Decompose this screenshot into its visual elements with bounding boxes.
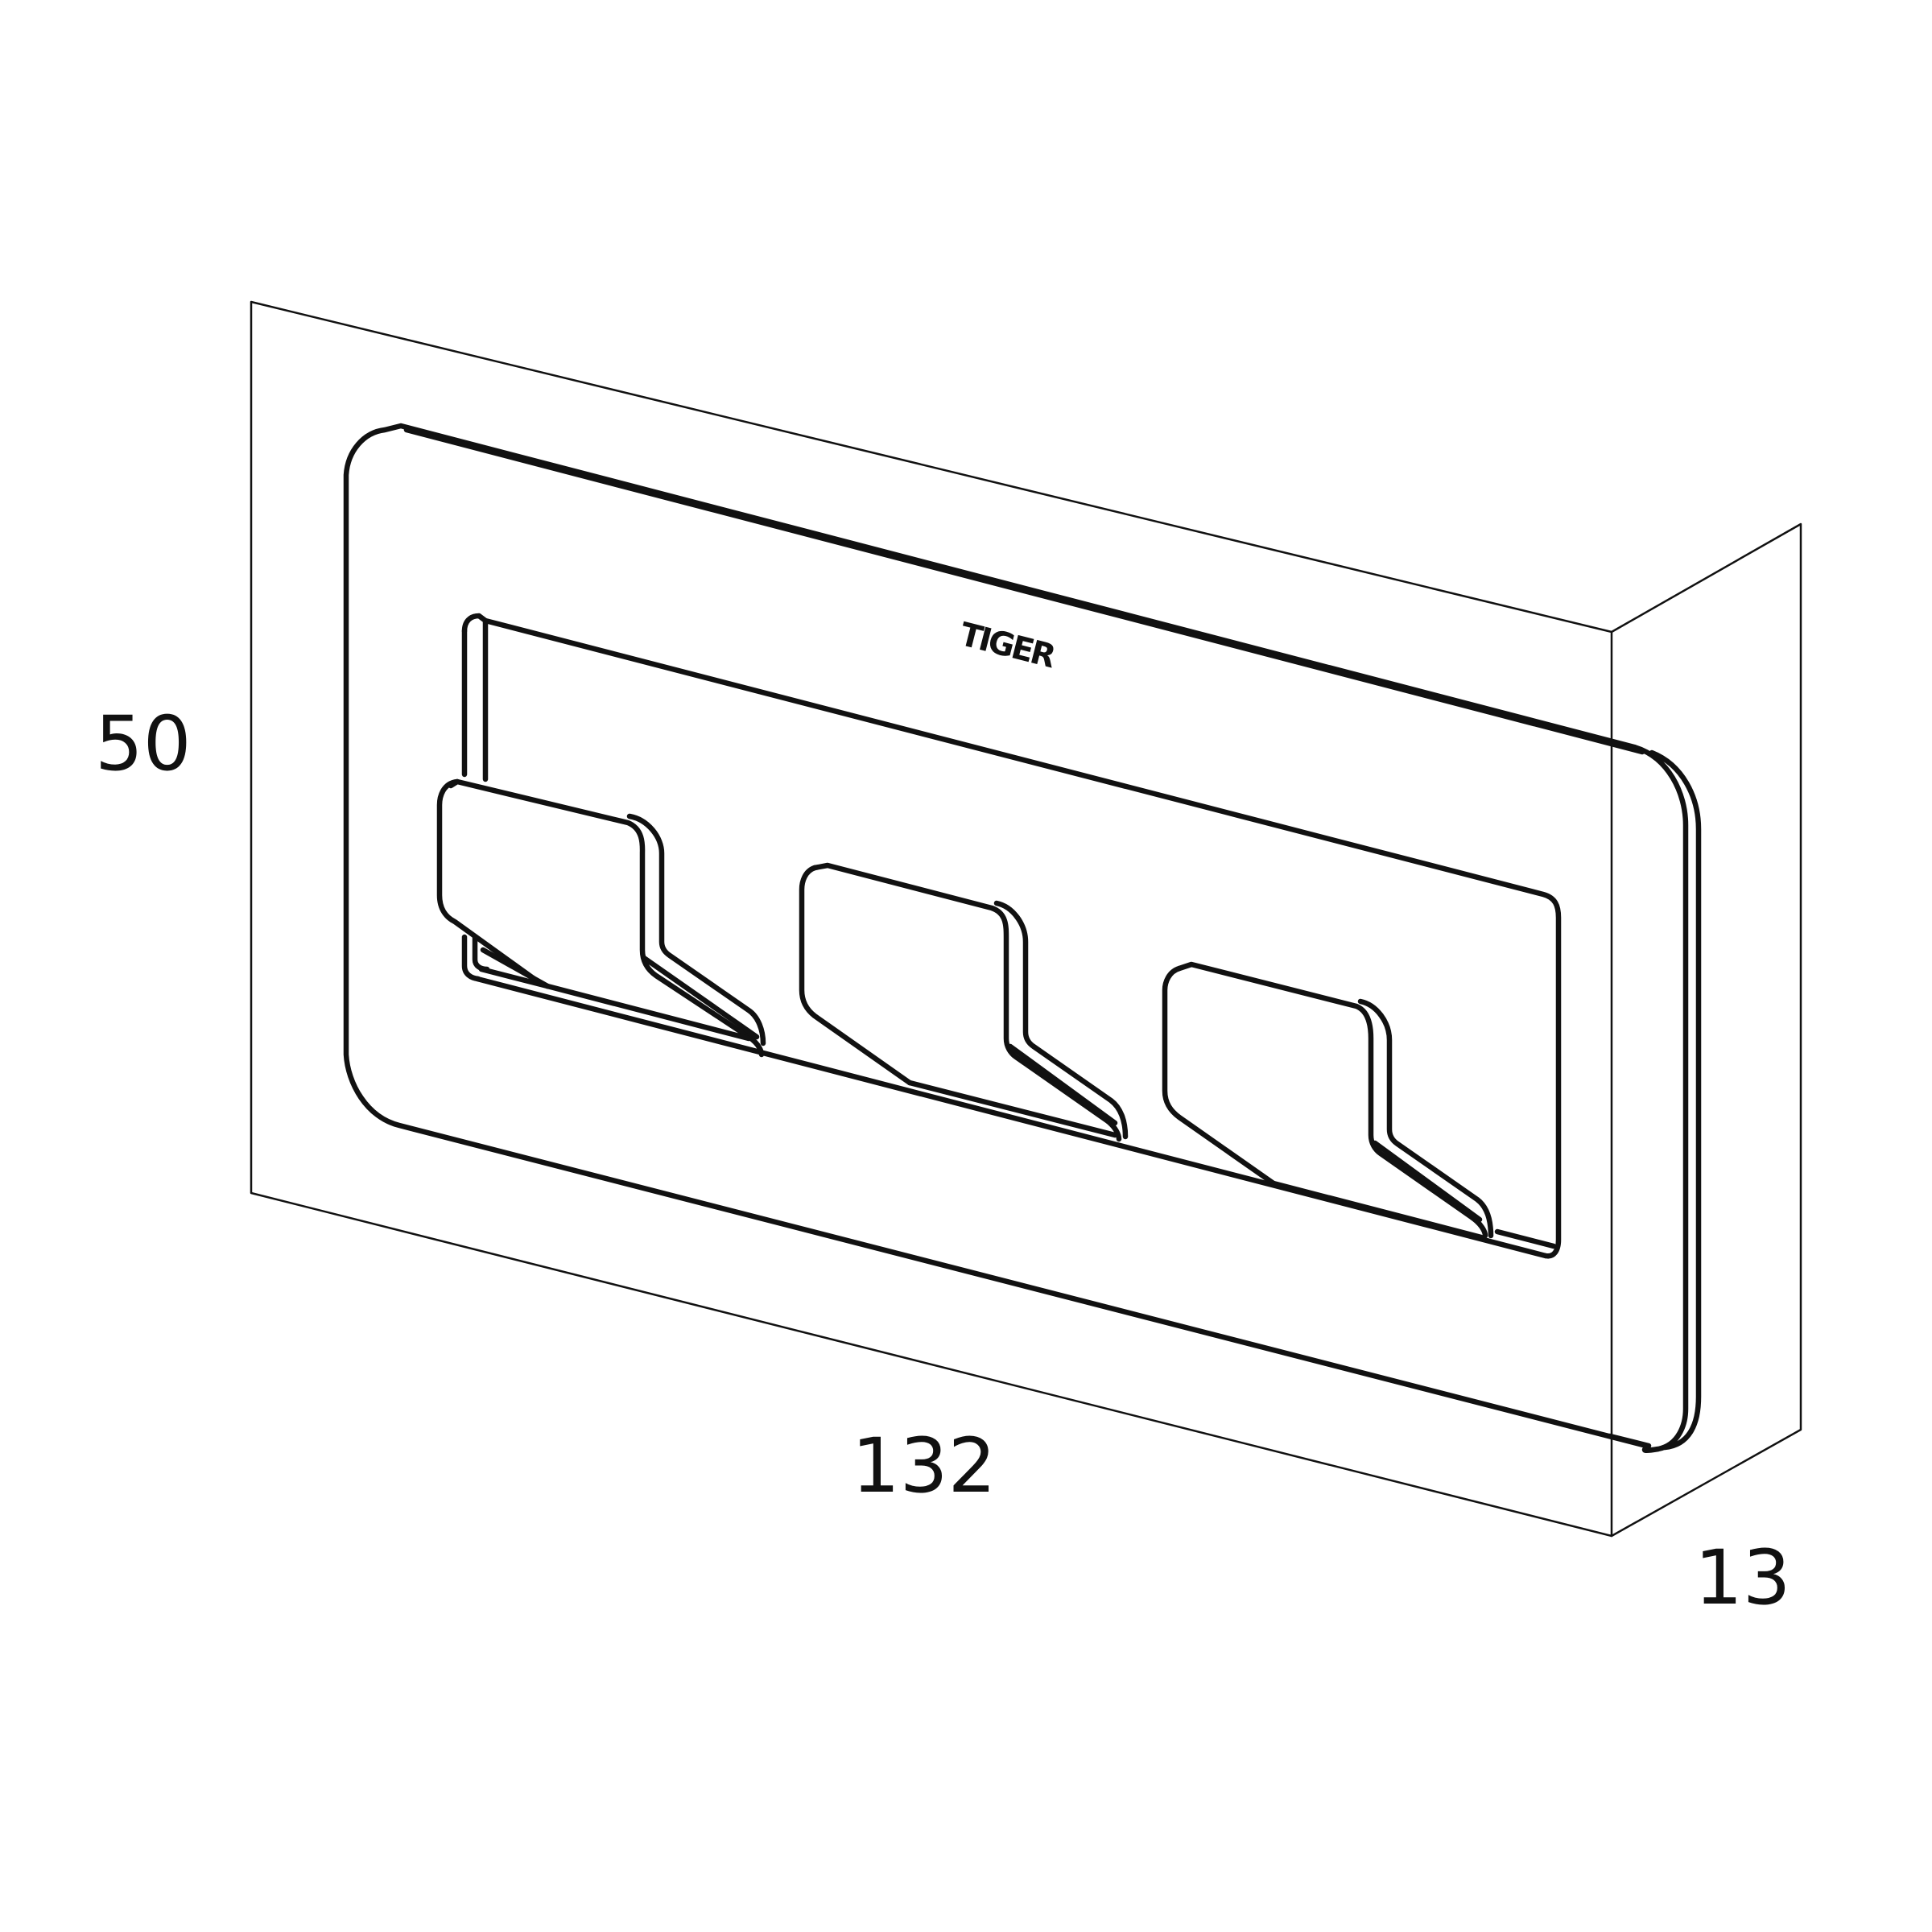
bounding-box-front-face	[250, 300, 1613, 1538]
brand-logo: TIGER	[956, 616, 1059, 675]
hook-3-base	[1270, 1180, 1484, 1241]
hook-rail-right-bottom	[1494, 1228, 1557, 1249]
hook-1	[436, 778, 766, 1058]
dimension-height-label: 50	[95, 700, 192, 788]
dimension-depth-label: 13	[1695, 1534, 1791, 1622]
back-plate	[343, 423, 1702, 1454]
hook-2-side	[993, 900, 1129, 1140]
back-plate-edge-top	[403, 427, 1645, 755]
bounding-box-top-face	[1610, 522, 1802, 1538]
hook-1-base	[544, 983, 752, 1042]
back-plate-edge-right	[1649, 749, 1702, 1451]
hook-1-side	[626, 813, 766, 1046]
back-plate-outline	[343, 423, 1689, 1454]
dimension-width-label: 132	[852, 1422, 996, 1510]
hook-1-arm	[641, 955, 760, 1040]
hook-3-top	[1176, 961, 1488, 1239]
hook-2	[799, 862, 1129, 1142]
hook-3	[1162, 961, 1494, 1241]
hook-rail-outline	[482, 617, 1562, 1259]
back-plate-edge-bottom	[1607, 1433, 1652, 1449]
hook-1-stem-inner	[472, 934, 490, 972]
hook-3-side	[1357, 998, 1494, 1239]
bounding-box	[250, 300, 1802, 1538]
hook-3-arm	[1372, 1140, 1483, 1223]
hook-1-stem-left	[461, 934, 481, 982]
hook-1-stem-diag	[480, 947, 551, 989]
hook-2-outline	[799, 865, 913, 1086]
hook-1-front	[436, 778, 544, 987]
hook-2-base	[906, 1080, 1118, 1138]
hook-3-outline	[1162, 965, 1277, 1187]
hook-2-arm	[1007, 1043, 1118, 1126]
hook-1-outline	[448, 778, 765, 1058]
hook-rail-left-edge	[461, 613, 489, 782]
